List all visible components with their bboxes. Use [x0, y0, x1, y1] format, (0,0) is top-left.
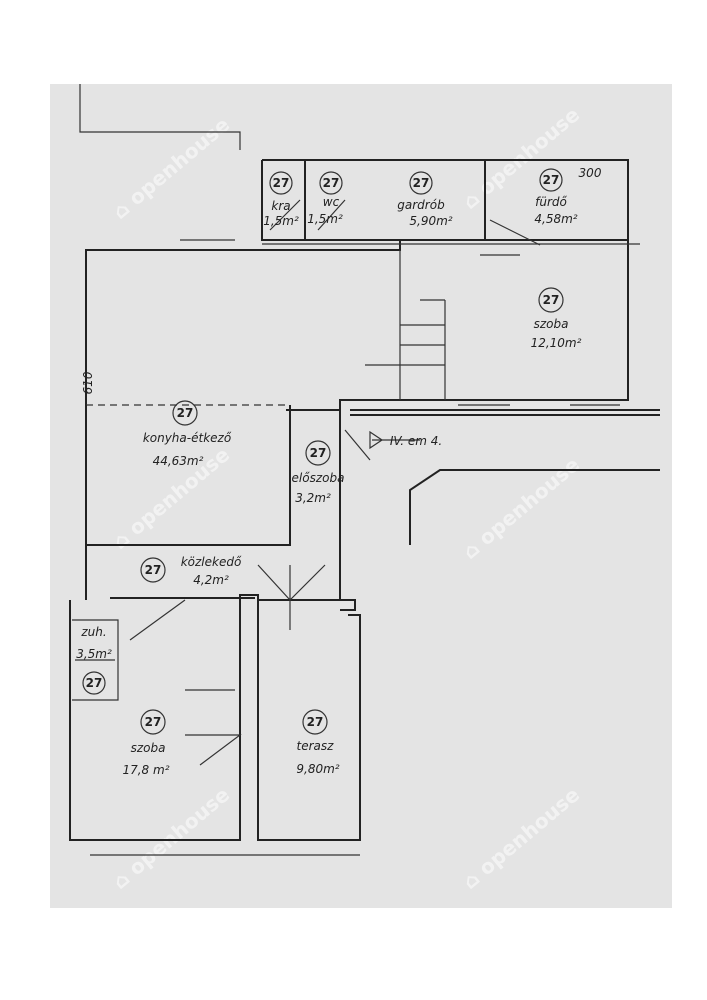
room-name: gardrób — [397, 198, 445, 212]
room-area: 4,58m² — [534, 212, 577, 226]
room-number: 27 — [177, 406, 194, 420]
room-number: 27 — [543, 173, 560, 187]
room-kra: 27 kra 1,5m² — [263, 171, 299, 228]
room-area: 9,80m² — [296, 762, 339, 776]
room-area: 5,90m² — [409, 214, 452, 228]
room-wc: 27 wc 1,5m² — [307, 171, 343, 226]
room-area: 1,5m² — [307, 212, 343, 226]
room-number-badge — [140, 709, 166, 735]
room-number: 27 — [145, 715, 162, 729]
room-gardrob: 27 gardrób 5,90m² — [397, 171, 453, 228]
room-name: fürdő — [535, 195, 567, 209]
room-number-badge — [172, 400, 198, 426]
dimension-label: 610 — [81, 371, 95, 394]
room-name: szoba — [131, 741, 166, 755]
room-number: 27 — [273, 176, 290, 190]
room-number: 27 — [307, 715, 324, 729]
room-number: 27 — [543, 293, 560, 307]
room-number: 27 — [413, 176, 430, 190]
room-name: zuh. — [80, 625, 106, 639]
room-konyha-etkezo: 27 konyha-étkező 44,63m² 610 — [81, 371, 232, 468]
room-number: 27 — [145, 563, 162, 577]
room-number-badge — [82, 671, 106, 695]
room-name: szoba — [534, 317, 569, 331]
room-number-badge — [409, 171, 433, 195]
room-name: wc — [323, 195, 340, 209]
room-area: 3,2m² — [295, 491, 331, 505]
room-number-badge — [538, 287, 564, 313]
room-number-badge — [302, 709, 328, 735]
dimension-label: 300 — [579, 166, 602, 180]
room-area: 3,5m² — [76, 647, 112, 661]
room-area: 12,10m² — [531, 336, 582, 350]
room-number: 27 — [86, 676, 103, 690]
walls — [69, 84, 660, 856]
room-number: 27 — [310, 446, 327, 460]
room-number-badge — [305, 440, 331, 466]
room-number-badge — [140, 557, 166, 583]
room-szoba-upper: 27 szoba 12,10m² — [531, 287, 582, 350]
room-name: kra — [271, 199, 290, 213]
room-area: 17,8 m² — [122, 763, 169, 777]
room-area: 4,2m² — [193, 573, 229, 587]
room-number: 27 — [323, 176, 340, 190]
room-name: előszoba — [292, 471, 345, 485]
room-szoba-lower: 27 szoba 17,8 m² — [122, 709, 170, 777]
room-terasz: 27 terasz 9,80m² — [296, 709, 340, 776]
room-name: közlekedő — [181, 555, 242, 569]
room-name: konyha-étkező — [143, 431, 232, 445]
room-zuhany: zuh. 3,5m² 27 — [76, 625, 112, 695]
room-eloszoba: 27 előszoba 3,2m² IV. em 4. — [292, 430, 442, 505]
room-number-badge — [539, 168, 563, 192]
room-kozlekedo: 27 közlekedő 4,2m² — [140, 555, 242, 587]
room-number-badge — [269, 171, 293, 195]
room-name: terasz — [297, 739, 335, 753]
room-area: 44,63m² — [153, 454, 204, 468]
entrance-arrow-icon — [369, 430, 384, 450]
floor-note: IV. em 4. — [390, 434, 442, 448]
room-furdo: 27 fürdő 4,58m² 300 — [534, 166, 601, 226]
room-area: 1,5m² — [263, 214, 299, 228]
room-number-badge — [319, 171, 343, 195]
